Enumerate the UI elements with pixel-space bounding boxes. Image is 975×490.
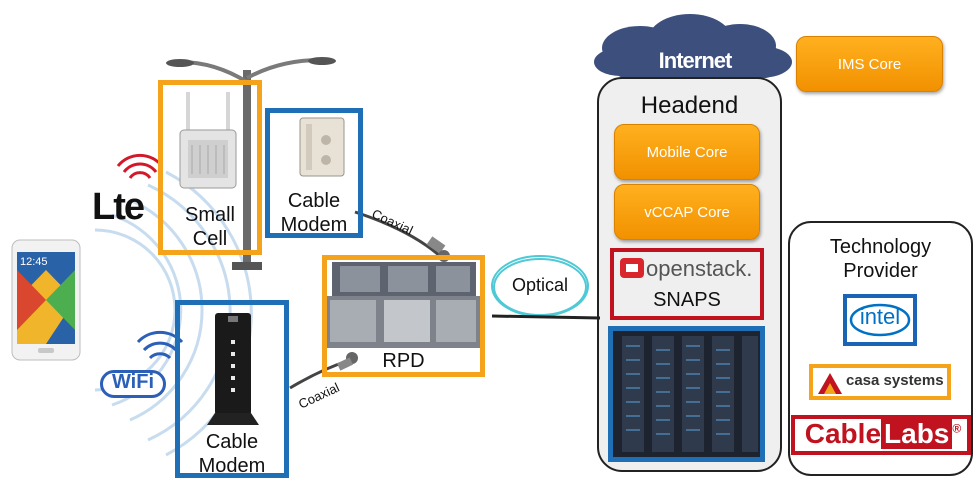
indoor-cable-modem-icon: [207, 313, 259, 425]
technology-provider-container: [788, 221, 973, 476]
rpd-box: [322, 255, 485, 377]
cablelabs-logo-labs: Labs: [881, 418, 953, 449]
cable-modem-top-label-line1: Cable: [287, 190, 341, 212]
lte-logo-text: Lte: [92, 186, 145, 228]
wifi-logo-badge: [100, 370, 166, 398]
cablelabs-logo-cable: Cable: [804, 418, 882, 449]
snaps-label: SNAPS: [653, 289, 721, 311]
casa-systems-logo: [809, 364, 951, 400]
outdoor-cable-modem-icon: [299, 117, 345, 177]
cable-modem-top-label-line2: Modem: [280, 214, 348, 236]
casa-logo-text: casa systems: [846, 372, 944, 389]
small-cell-device-icon: [179, 92, 237, 189]
cable-modem-bottom-label-line2: Modem: [198, 455, 266, 477]
optical-fiber-loop: [491, 255, 601, 320]
intel-logo-text: intel: [859, 304, 901, 329]
snaps-box: [610, 248, 764, 320]
mobile-core-pill: Mobile Core: [614, 124, 760, 180]
internet-cloud-shape: [594, 14, 792, 78]
smartphone-icon: [11, 239, 81, 361]
openstack-logo-text: openstack.: [646, 256, 753, 281]
small-cell-box: [158, 80, 262, 255]
rpd-device-icon: [322, 262, 482, 348]
server-rack-image: [613, 330, 763, 458]
vccap-core-pill: vCCAP Core: [614, 184, 760, 240]
coax-connector-bottom-icon: [336, 352, 358, 371]
rpd-label: RPD: [382, 350, 425, 372]
cablelabs-logo-registered: ®: [952, 421, 962, 436]
server-rack-box: [608, 326, 765, 462]
coaxial-cable-top: [354, 210, 441, 258]
intel-logo: [843, 294, 917, 346]
optical-label: Optical: [511, 275, 569, 295]
ims-core-pill: IMS Core: [796, 36, 943, 92]
street-light-pole: [166, 57, 336, 270]
lte-signal-icon: [116, 153, 164, 179]
wifi-logo-text: WiFi: [111, 371, 155, 393]
tech-provider-title-line2: Provider: [843, 260, 918, 282]
openstack-logo-icon: [620, 258, 644, 278]
cable-modem-top-box: [265, 108, 363, 238]
small-cell-label-line1: Small: [184, 204, 235, 226]
cable-modem-bottom-label-line1: Cable: [205, 431, 259, 453]
phone-time-text: 12:45: [20, 256, 48, 268]
cable-modem-bottom-box: [175, 300, 289, 478]
small-cell-label-line2: Cell: [192, 228, 228, 250]
tech-provider-title-line1: Technology: [829, 236, 932, 258]
headend-title: Headend: [640, 92, 739, 119]
internet-label: Internet: [658, 48, 733, 73]
